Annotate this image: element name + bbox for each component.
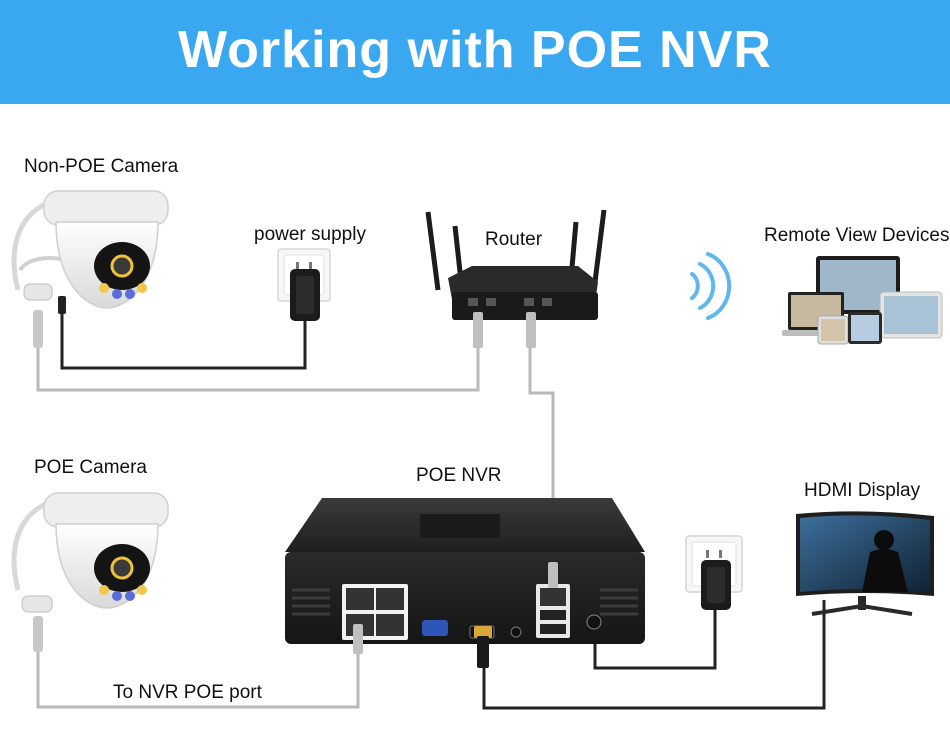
lan-usb-ports: [536, 584, 570, 638]
remote-view-devices-label: Remote View Devices: [764, 225, 950, 246]
rj45-connector-icon: [353, 562, 558, 654]
laptop-icon: [782, 292, 850, 336]
poe-nvr-label: POE NVR: [416, 465, 502, 486]
power-supply-label: power supply: [254, 224, 366, 245]
power-adapter-icon: [290, 269, 320, 321]
to-nvr-poe-port-label: To NVR POE port: [113, 682, 262, 703]
non-poe-camera-label: Non-POE Camera: [24, 156, 179, 177]
cables: [36, 312, 826, 710]
title-banner: Working with POE NVR: [0, 0, 950, 104]
router-to-nvr-cable: [528, 345, 555, 565]
remote-devices-group: [782, 256, 943, 345]
hdmi-cable: [482, 600, 826, 710]
monitor-icon: [796, 511, 934, 616]
router-label: Router: [485, 229, 543, 250]
power-adapter-icon: [701, 560, 731, 610]
hdmi-connector-icon: [474, 626, 492, 668]
dc-in-port: [586, 614, 602, 630]
wifi-signal-icon: [690, 252, 732, 320]
poe-camera-to-nvr-cable: [36, 650, 360, 709]
camera-power-cable: [60, 312, 307, 370]
poe-camera-label: POE Camera: [34, 457, 147, 478]
tablet-icon: [848, 312, 882, 344]
audio-out-port: [510, 626, 522, 638]
hdmi-display-label: HDMI Display: [804, 480, 921, 501]
dome-camera-icon: [11, 492, 169, 652]
router-icon: [425, 209, 607, 348]
tablet-icon: [879, 291, 943, 339]
nvr-icon: [285, 498, 645, 644]
phone-icon: [817, 315, 849, 345]
dome-camera-icon: [11, 190, 169, 348]
camera-to-router-cable: [36, 345, 480, 392]
nvr-power-cable: [593, 608, 717, 670]
ventilation-slots: [292, 588, 638, 616]
poe-ports: [342, 584, 408, 640]
page-title: Working with POE NVR: [178, 21, 772, 79]
vga-port: [422, 620, 448, 636]
